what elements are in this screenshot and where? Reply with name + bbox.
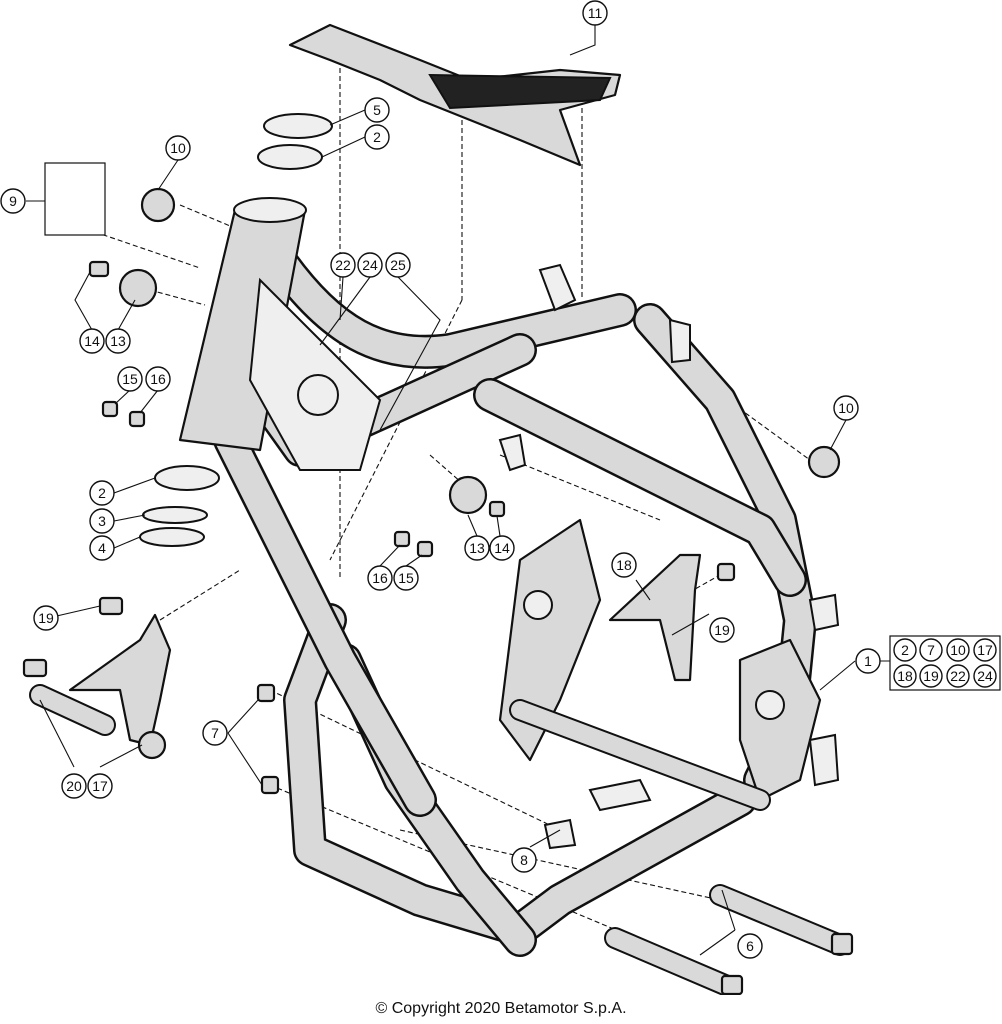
callout-2-bottom: 2 <box>89 480 115 506</box>
svg-text:17: 17 <box>977 642 993 658</box>
callout-22: 22 <box>330 252 356 278</box>
callout-3: 3 <box>89 508 115 534</box>
svg-text:19: 19 <box>38 610 54 626</box>
svg-text:13: 13 <box>469 540 485 556</box>
callout-20: 20 <box>61 773 87 799</box>
svg-text:16: 16 <box>150 371 166 387</box>
kit-item: 22 <box>946 664 970 688</box>
svg-text:13: 13 <box>110 333 126 349</box>
callout-2-top: 2 <box>364 124 390 150</box>
svg-text:2: 2 <box>901 642 909 658</box>
svg-text:17: 17 <box>92 778 108 794</box>
svg-text:18: 18 <box>897 668 913 684</box>
callout-10-right: 10 <box>833 395 859 421</box>
callout-4: 4 <box>89 535 115 561</box>
kit-item: 24 <box>973 664 997 688</box>
svg-text:24: 24 <box>362 257 378 273</box>
callout-1: 1 <box>855 648 881 674</box>
svg-text:8: 8 <box>520 852 528 868</box>
callout-13-left: 13 <box>105 328 131 354</box>
svg-text:22: 22 <box>950 668 966 684</box>
svg-text:14: 14 <box>494 540 510 556</box>
svg-text:24: 24 <box>977 668 993 684</box>
callout-10-left: 10 <box>165 135 191 161</box>
svg-text:9: 9 <box>9 193 17 209</box>
main-frame <box>178 197 840 957</box>
svg-text:20: 20 <box>66 778 82 794</box>
svg-text:19: 19 <box>923 668 939 684</box>
svg-text:15: 15 <box>122 371 138 387</box>
callout-7: 7 <box>202 720 228 746</box>
svg-text:16: 16 <box>372 570 388 586</box>
callout-13-center: 13 <box>464 535 490 561</box>
kit-item: 19 <box>919 664 943 688</box>
svg-text:1: 1 <box>864 653 872 669</box>
callout-25: 25 <box>385 252 411 278</box>
frame-exploded-diagram: 11 5 2 10 9 22 24 25 14 13 15 16 10 2 3 … <box>0 0 1001 995</box>
callouts: 11 5 2 10 9 22 24 25 14 13 15 16 10 2 3 … <box>0 0 881 959</box>
callout-8: 8 <box>511 847 537 873</box>
svg-text:7: 7 <box>927 642 935 658</box>
callout-11: 11 <box>582 0 608 26</box>
kit-item: 10 <box>946 638 970 662</box>
svg-text:19: 19 <box>714 622 730 638</box>
callout-6: 6 <box>737 933 763 959</box>
svg-text:14: 14 <box>84 333 100 349</box>
svg-text:5: 5 <box>373 102 381 118</box>
callout-19-right: 19 <box>709 617 735 643</box>
callout-9: 9 <box>0 188 26 214</box>
svg-text:10: 10 <box>950 642 966 658</box>
svg-text:18: 18 <box>616 557 632 573</box>
svg-text:7: 7 <box>211 725 219 741</box>
svg-text:10: 10 <box>838 400 854 416</box>
svg-text:4: 4 <box>98 540 106 556</box>
kit-item: 18 <box>893 664 917 688</box>
callout-14-left: 14 <box>79 328 105 354</box>
callout-17: 17 <box>87 773 113 799</box>
callout-14-center: 14 <box>489 535 515 561</box>
svg-text:10: 10 <box>170 140 186 156</box>
svg-text:6: 6 <box>746 938 754 954</box>
svg-text:22: 22 <box>335 257 351 273</box>
callout-5: 5 <box>364 97 390 123</box>
callout-19-left: 19 <box>33 605 59 631</box>
svg-text:15: 15 <box>398 570 414 586</box>
lock-set-box <box>44 162 106 236</box>
callout-16-center: 16 <box>367 565 393 591</box>
svg-text:2: 2 <box>373 129 381 145</box>
svg-text:25: 25 <box>390 257 406 273</box>
callout-24: 24 <box>357 252 383 278</box>
kit-item: 7 <box>919 638 943 662</box>
copyright-notice: © Copyright 2020 Betamotor S.p.A. <box>375 1000 627 1017</box>
leader-lines <box>26 25 890 956</box>
callout-18: 18 <box>611 552 637 578</box>
callout-15-center: 15 <box>393 565 419 591</box>
kit-item: 17 <box>973 638 997 662</box>
svg-text:11: 11 <box>588 5 603 21</box>
callout-16-left: 16 <box>145 366 171 392</box>
svg-text:2: 2 <box>98 485 106 501</box>
kit-item: 2 <box>893 638 917 662</box>
kit-box: 2 7 10 17 18 19 22 24 <box>889 635 1001 691</box>
svg-text:3: 3 <box>98 513 106 529</box>
callout-15-left: 15 <box>117 366 143 392</box>
